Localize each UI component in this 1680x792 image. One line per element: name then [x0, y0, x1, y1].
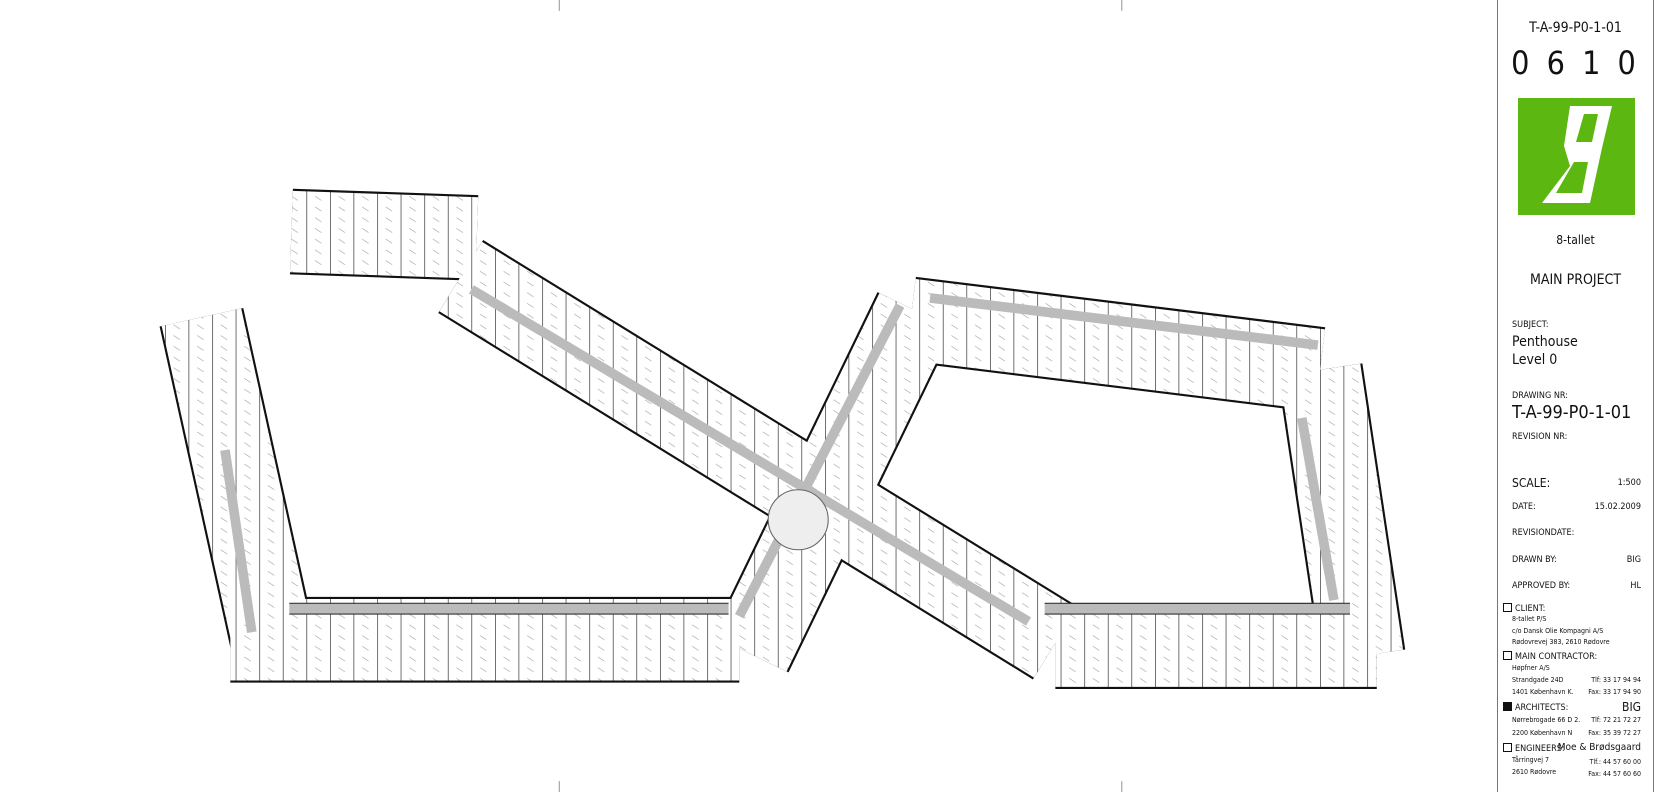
- engineers-tlf: Tlf.: 44 57 60 00: [1589, 758, 1641, 766]
- client-line: 8-tallet P/S: [1512, 615, 1547, 623]
- approved-by-value: HL: [1630, 581, 1641, 591]
- apartment-units: [161, 190, 1404, 687]
- figure-eight-logo-icon: [1542, 106, 1612, 203]
- contractor-fax: Fax: 33 17 94 90: [1588, 688, 1641, 696]
- architects-fax: Fax: 35 39 72 27: [1588, 729, 1641, 737]
- sheet-number: 0 6 1 0: [1511, 44, 1640, 82]
- corridors: [220, 285, 1350, 633]
- approved-by-label: APPROVED BY:: [1512, 581, 1571, 591]
- checkbox-icon: [1503, 743, 1512, 752]
- architects-label: ARCHITECTS:: [1515, 703, 1569, 713]
- checkbox-icon: [1503, 603, 1512, 612]
- crop-marks: [558, 0, 1123, 792]
- revisiondate-label: REVISIONDATE:: [1512, 528, 1575, 538]
- project-name: 8-tallet: [1556, 233, 1595, 247]
- client-line: c/o Dansk Olie Kompagni A/S: [1512, 627, 1604, 635]
- central-atrium: [767, 489, 829, 551]
- contractor-addr1: Strandgade 24D: [1512, 676, 1564, 684]
- project-type: MAIN PROJECT: [1529, 272, 1622, 288]
- engineers-heading: ENGINEERS:: [1503, 743, 1565, 754]
- contractor-name: Høpfner A/S: [1512, 664, 1550, 672]
- project-logo: [1518, 98, 1635, 215]
- contractor-tlf: Tlf: 33 17 94 94: [1591, 676, 1641, 684]
- engineers-addr1: Tårringvej 7: [1512, 756, 1550, 764]
- date-value: 15.02.2009: [1594, 502, 1641, 512]
- architects-addr1: Nørrebrogade 66 D 2.: [1512, 716, 1581, 724]
- drawing-nr: T-A-99-P0-1-01: [1512, 402, 1632, 423]
- engineers-name: Moe & Brødsgaard: [1557, 742, 1641, 753]
- architects-addr2: 2200 København N: [1512, 729, 1573, 737]
- filled-checkbox-icon: [1503, 702, 1512, 711]
- drawn-by-value: BIG: [1626, 555, 1641, 565]
- main-contractor-heading: MAIN CONTRACTOR:: [1503, 651, 1597, 662]
- architects-tlf: Tlf: 72 21 72 27: [1591, 716, 1641, 724]
- architects-name: BIG: [1622, 700, 1641, 714]
- subject-line1: Penthouse: [1512, 334, 1578, 350]
- drawing-nr-label: DRAWING NR:: [1512, 391, 1568, 401]
- subject-line2: Level 0: [1512, 352, 1558, 368]
- engineers-addr2: 2610 Rødovre: [1512, 768, 1557, 776]
- revision-nr-label: REVISION NR:: [1512, 432, 1568, 442]
- title-block: T-A-99-P0-1-01 0 6 1 0 8-tallet MAIN PRO…: [1497, 0, 1654, 792]
- main-contractor-label: MAIN CONTRACTOR:: [1515, 652, 1598, 662]
- scale-label: SCALE:: [1512, 476, 1551, 490]
- engineers-label: ENGINEERS:: [1515, 744, 1565, 754]
- scale-value: 1:500: [1617, 478, 1641, 488]
- client-line: Rødovrevej 383, 2610 Rødovre: [1512, 638, 1610, 646]
- checkbox-icon: [1503, 651, 1512, 660]
- drawn-by-label: DRAWN BY:: [1512, 555, 1557, 565]
- architects-heading: ARCHITECTS:: [1503, 702, 1568, 713]
- contractor-addr2: 1401 København K.: [1512, 688, 1574, 696]
- client-heading: CLIENT:: [1503, 603, 1545, 614]
- client-label: CLIENT:: [1515, 604, 1546, 614]
- drawing-code-top: T-A-99-P0-1-01: [1529, 20, 1622, 36]
- engineers-fax: Fax: 44 57 60 60: [1588, 770, 1641, 778]
- subject-label: SUBJECT:: [1512, 320, 1549, 330]
- date-label: DATE:: [1512, 502, 1536, 512]
